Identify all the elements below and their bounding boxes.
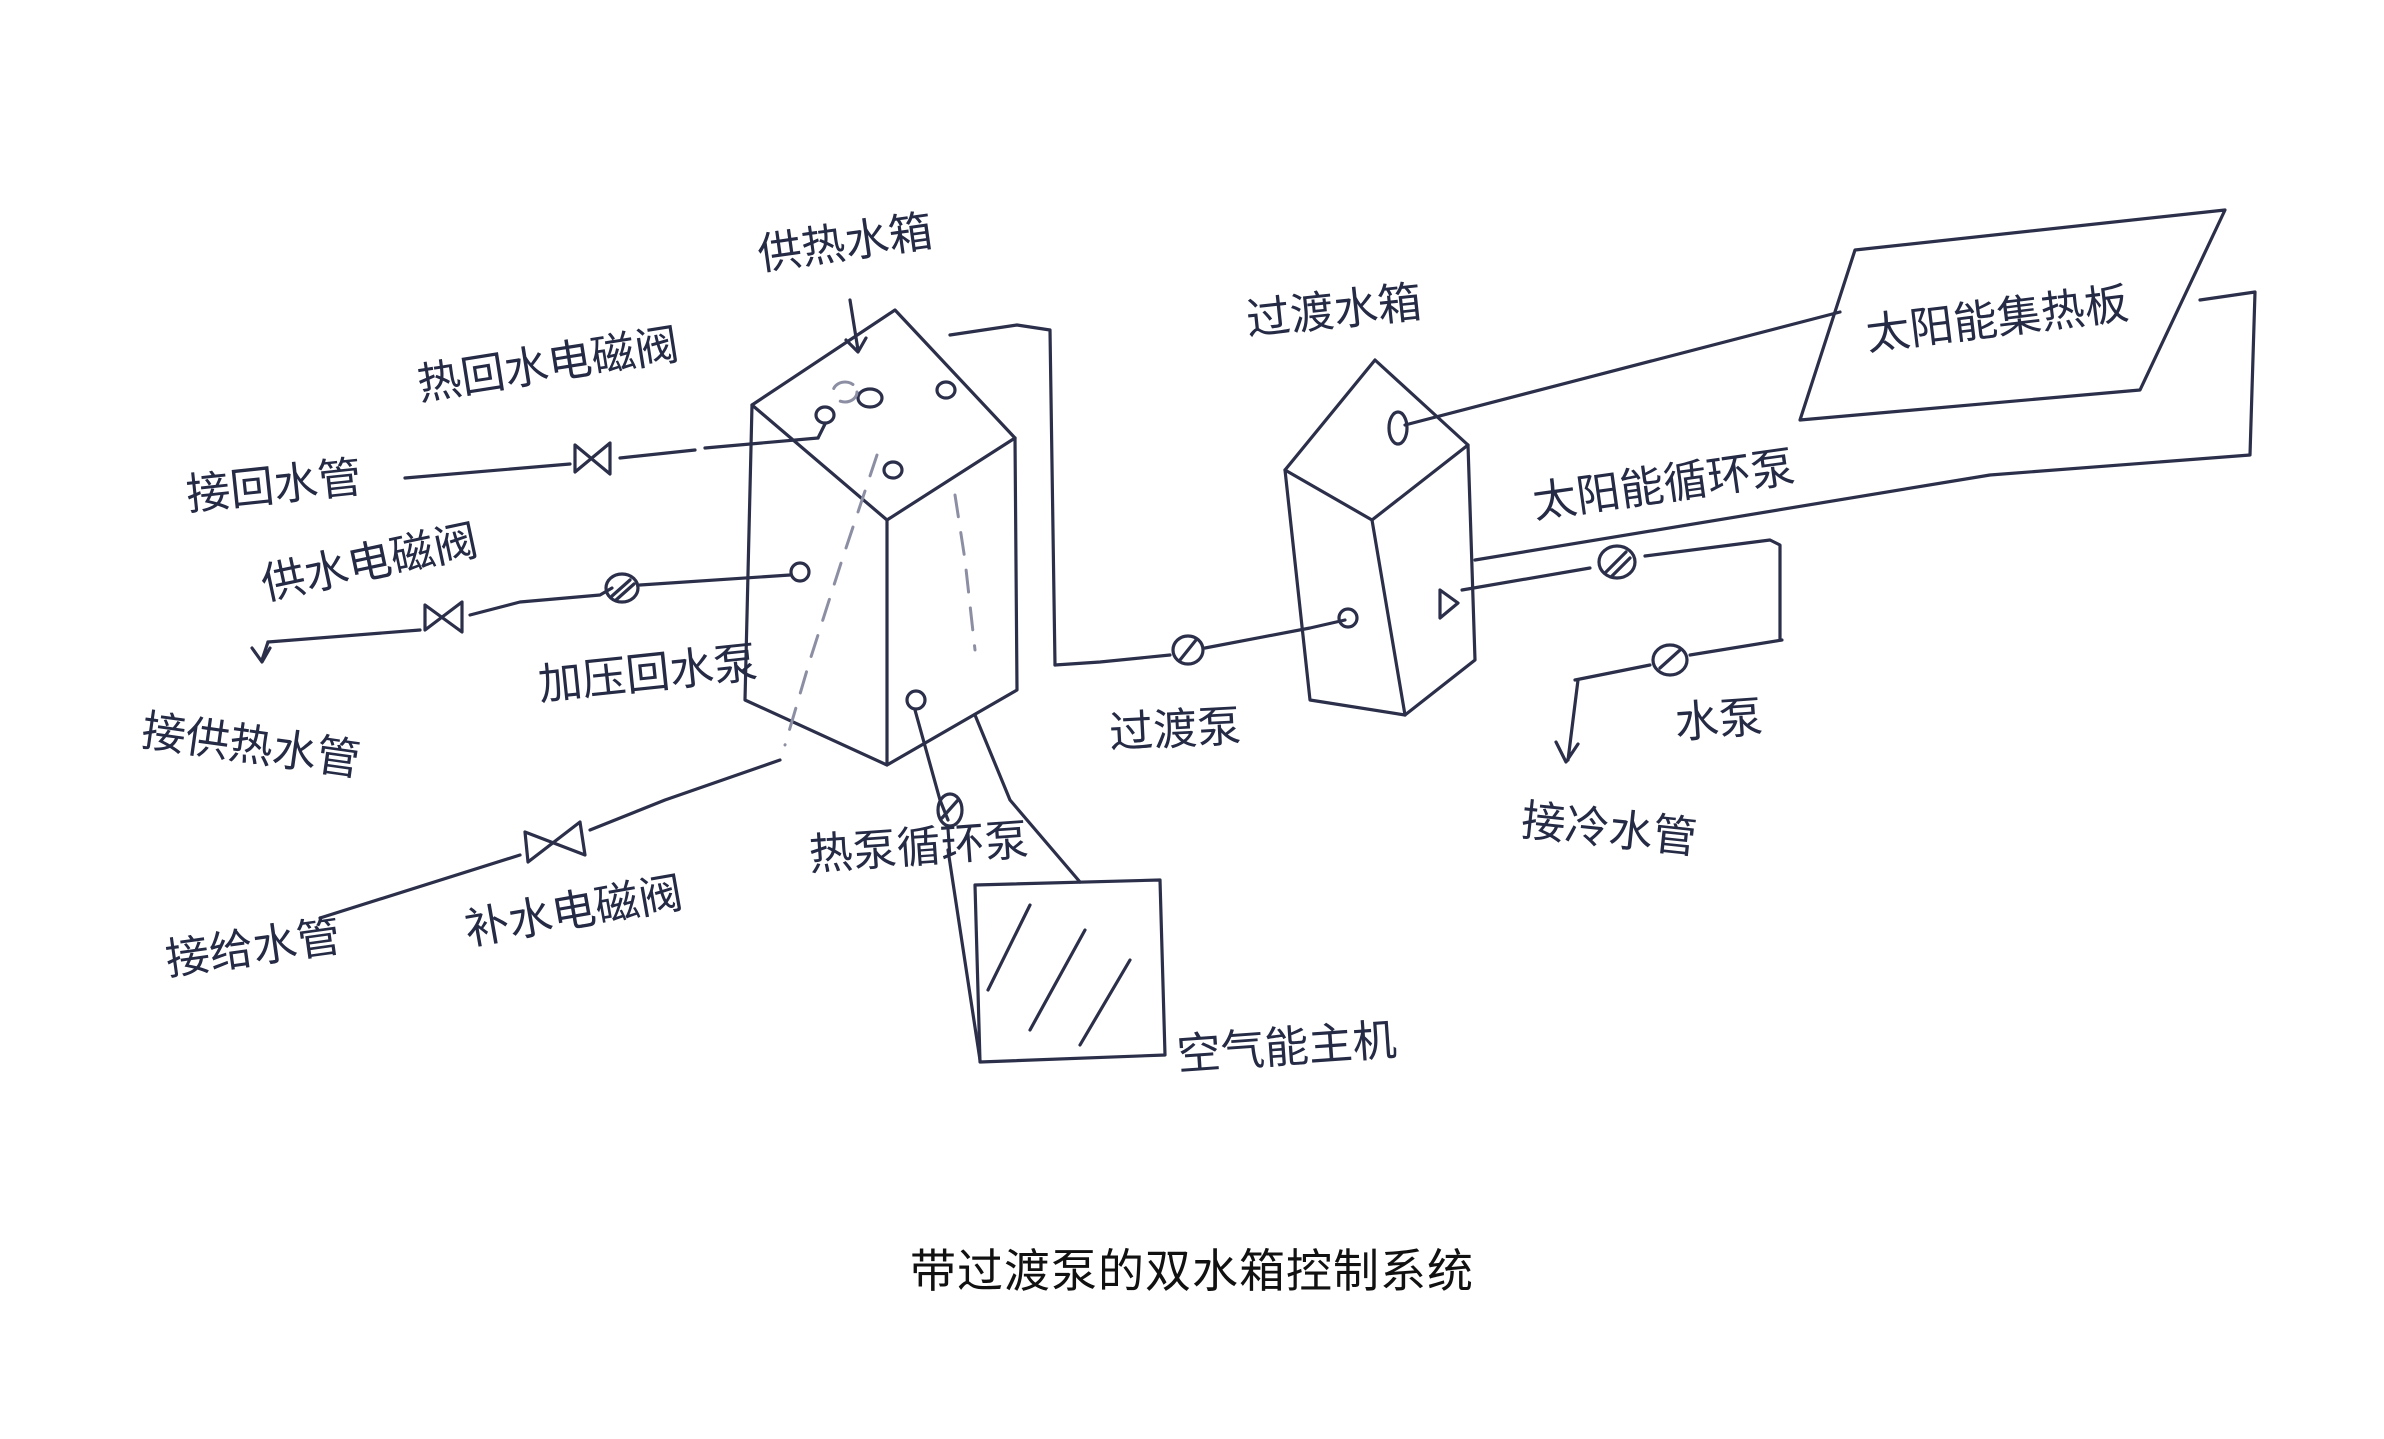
water-pump-icon <box>1651 643 1689 677</box>
supply-valve-icon <box>423 600 464 634</box>
cold-water-line <box>1554 638 1784 764</box>
label-solar-collector: 太阳能集热板 <box>1863 278 2131 361</box>
label-supply-pipe: 接供热水管 <box>138 705 363 786</box>
solar-circ-line <box>1460 538 1782 642</box>
label-make-up-valve: 补水电磁阀 <box>461 867 687 955</box>
tank-port-bottom <box>905 689 927 711</box>
label-supply-valve: 供水电磁阀 <box>257 515 483 611</box>
solar-circ-pump-icon <box>1597 544 1637 580</box>
transition-pump-icon <box>1171 634 1205 666</box>
label-heat-pump-circ: 热泵循环泵 <box>807 815 1030 881</box>
label-cold-pipe: 接冷水管 <box>1519 795 1699 864</box>
label-heat-pump-unit: 空气能主机 <box>1175 1015 1398 1081</box>
tank-port-return <box>814 405 836 425</box>
heat-pump-circ-pump-icon <box>936 792 964 828</box>
label-solar-circ-pump: 太阳能循环泵 <box>1529 442 1798 529</box>
label-hot-return-valve: 热回水电磁阀 <box>414 319 683 411</box>
label-transition-tank: 过渡水箱 <box>1244 277 1424 346</box>
label-return-pipe: 接回水管 <box>184 452 364 521</box>
transition-pipe-line <box>1053 618 1347 667</box>
hot-water-tank <box>743 308 1057 767</box>
boost-return-pump-icon <box>604 572 640 604</box>
label-hot-tank: 供热水箱 <box>754 206 935 281</box>
tank-port-right <box>935 380 957 400</box>
supply-pipe-line <box>250 573 792 664</box>
hot-tank-arrow-icon <box>844 298 868 354</box>
label-make-up-pipe: 接给水管 <box>162 911 343 986</box>
transition-port-left <box>1337 607 1359 629</box>
transition-port-top <box>1387 410 1409 446</box>
return-pipe-line <box>403 422 827 480</box>
transition-port-right <box>1438 588 1460 620</box>
figure-caption: 带过渡泵的双水箱控制系统 <box>910 1244 1474 1298</box>
hot-return-valve-icon <box>573 441 612 476</box>
label-boost-return-pump: 加压回水泵 <box>536 637 760 711</box>
solar-collector-panel <box>1403 208 2257 562</box>
make-up-pipe-line <box>318 758 782 920</box>
make-up-valve-icon <box>523 820 587 864</box>
tank-port-top <box>856 387 884 409</box>
tank-port-center <box>882 460 904 480</box>
air-source-unit-box <box>973 878 1167 1064</box>
tank-port-supply <box>789 561 811 583</box>
transition-tank <box>1283 358 1477 717</box>
label-water-pump: 水泵 <box>1673 692 1764 749</box>
label-transition-pump: 过渡泵 <box>1108 701 1242 759</box>
